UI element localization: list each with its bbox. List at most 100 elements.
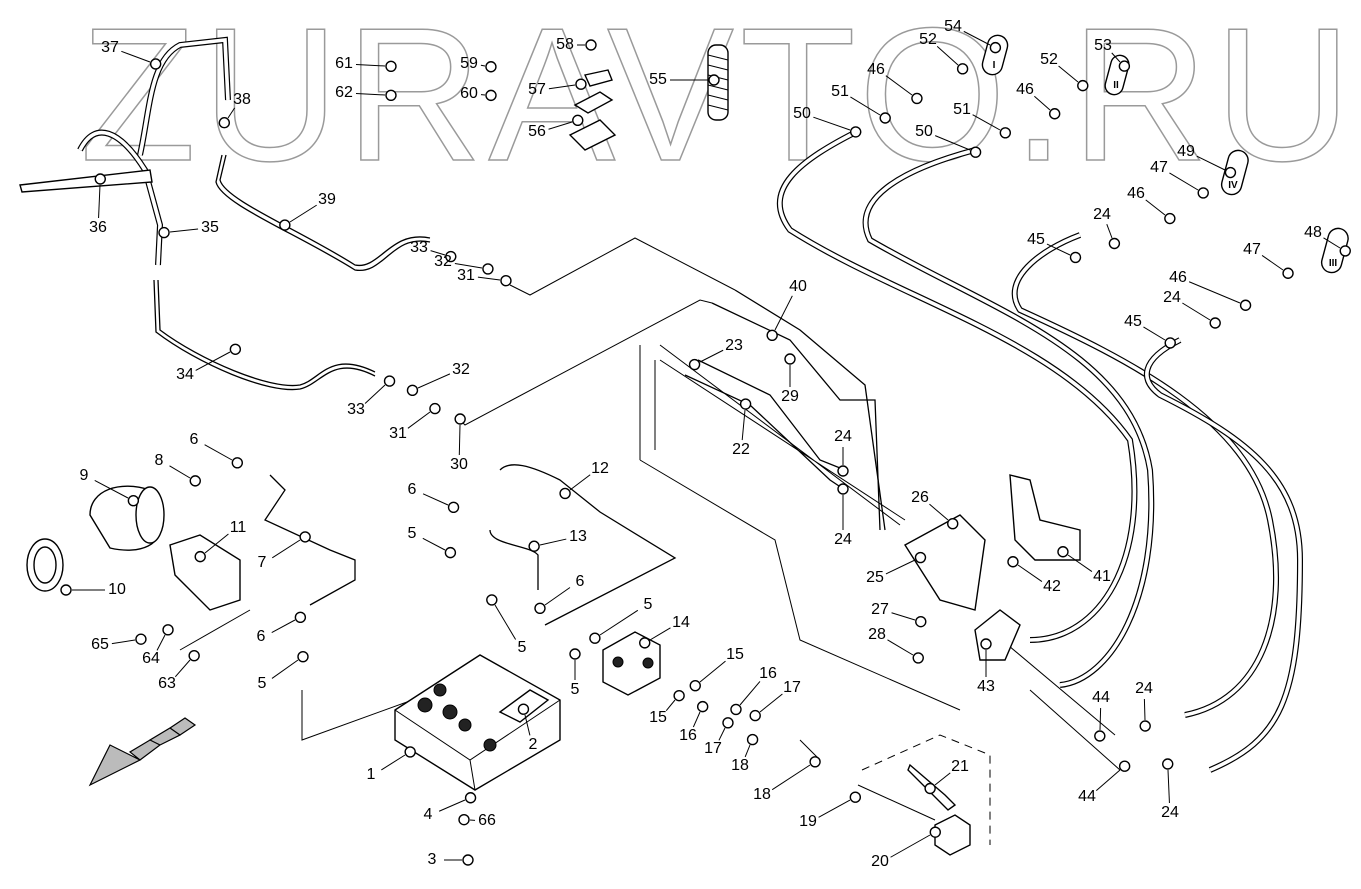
callout-6: 6 [408, 481, 449, 506]
valve-block [394, 654, 561, 791]
leader-line [774, 295, 793, 331]
leader-line [1169, 172, 1199, 191]
callout-65: 65 [91, 636, 136, 653]
part-number: 34 [176, 366, 194, 383]
part-number: 26 [911, 489, 929, 506]
callout-7: 7 [258, 539, 301, 571]
callout-16: 16 [679, 711, 701, 744]
callout-18: 18 [753, 764, 811, 803]
callout-17: 17 [704, 727, 726, 757]
leader-line [1145, 199, 1166, 216]
fitting-24 [1108, 237, 1121, 250]
leader-line [458, 424, 461, 456]
fitting-24 [1162, 758, 1174, 770]
fitting-51 [999, 127, 1012, 139]
leader-line [934, 135, 971, 151]
leader-line [885, 75, 913, 96]
callout-45: 45 [1124, 313, 1166, 341]
leader-line [271, 659, 299, 679]
part-number: 39 [318, 191, 336, 208]
fitting-28 [912, 652, 924, 664]
leader-line [569, 474, 591, 491]
fitting-60 [485, 89, 497, 102]
fitting-46 [1239, 299, 1252, 311]
fitting-5 [297, 650, 309, 663]
callout-1: 1 [367, 754, 406, 783]
fitting-61 [385, 60, 397, 72]
fittings [60, 39, 1351, 866]
fitting-39 [279, 219, 291, 231]
part-number: 45 [1124, 313, 1142, 330]
leader-line [1323, 237, 1341, 249]
leader-line [524, 714, 531, 736]
callout-47: 47 [1243, 241, 1284, 271]
part-number: 62 [335, 84, 353, 101]
part-number: 17 [704, 740, 722, 757]
fitting-16 [730, 703, 742, 716]
fitting-41 [1057, 546, 1069, 558]
leader-line [891, 612, 916, 621]
part-number: 18 [753, 786, 771, 803]
part-number: 11 [230, 519, 247, 536]
callout-18: 18 [731, 744, 751, 774]
callout-46: 46 [1127, 185, 1166, 216]
callout-51: 51 [831, 83, 881, 116]
leader-line [699, 349, 724, 363]
callout-2: 2 [524, 714, 538, 753]
leader-line [771, 764, 811, 791]
part-number: 66 [478, 812, 496, 829]
leader-line [289, 204, 317, 223]
callout-49: 49 [1177, 143, 1226, 171]
part-number: 15 [649, 709, 667, 726]
leader-line [195, 351, 231, 371]
leader-line [477, 276, 501, 281]
callout-42: 42 [1017, 564, 1061, 595]
callout-64: 64 [142, 634, 166, 667]
leader-line [699, 660, 726, 683]
part-number: 59 [460, 55, 478, 72]
fitting-15 [673, 689, 685, 702]
fitting-45 [1069, 251, 1082, 264]
fitting-51 [879, 112, 891, 124]
fitting-8 [189, 475, 201, 487]
part-number: 31 [457, 267, 475, 284]
fitting-27 [915, 615, 927, 628]
part-number: 48 [1304, 224, 1322, 241]
fitting-36 [94, 173, 106, 185]
callout-28: 28 [868, 626, 914, 656]
leader-line [850, 96, 881, 116]
leader-line [169, 228, 199, 233]
leader-line [407, 411, 431, 429]
fitting-19 [849, 791, 862, 803]
callout-30: 30 [450, 424, 468, 473]
part-number: 24 [834, 428, 852, 445]
leader-line [1058, 65, 1079, 83]
fitting-40 [766, 329, 778, 341]
fitting-44 [1118, 760, 1131, 772]
fitting-3 [462, 854, 474, 866]
fitting-65 [135, 633, 147, 645]
callout-57: 57 [528, 81, 576, 98]
fitting-59 [485, 61, 497, 73]
part-number: 50 [915, 123, 933, 140]
fitting-21 [924, 782, 936, 795]
callout-26: 26 [911, 489, 949, 521]
leader-line [1182, 302, 1211, 321]
fitting-64 [162, 624, 174, 636]
leader-line [454, 263, 483, 269]
fitting-31 [500, 275, 512, 287]
part-number: 52 [919, 31, 937, 48]
leader-line [599, 609, 639, 636]
fitting-6 [447, 501, 460, 514]
callout-24: 24 [1135, 680, 1153, 721]
leader-line [156, 634, 166, 651]
fitting-22 [739, 398, 752, 410]
callout-66: 66 [469, 812, 496, 829]
callout-23: 23 [699, 337, 743, 363]
leader-line [1034, 95, 1051, 111]
fitting-37 [149, 58, 162, 70]
fitting-25 [914, 551, 927, 564]
leader-line [417, 373, 451, 389]
fitting-5 [486, 594, 498, 606]
